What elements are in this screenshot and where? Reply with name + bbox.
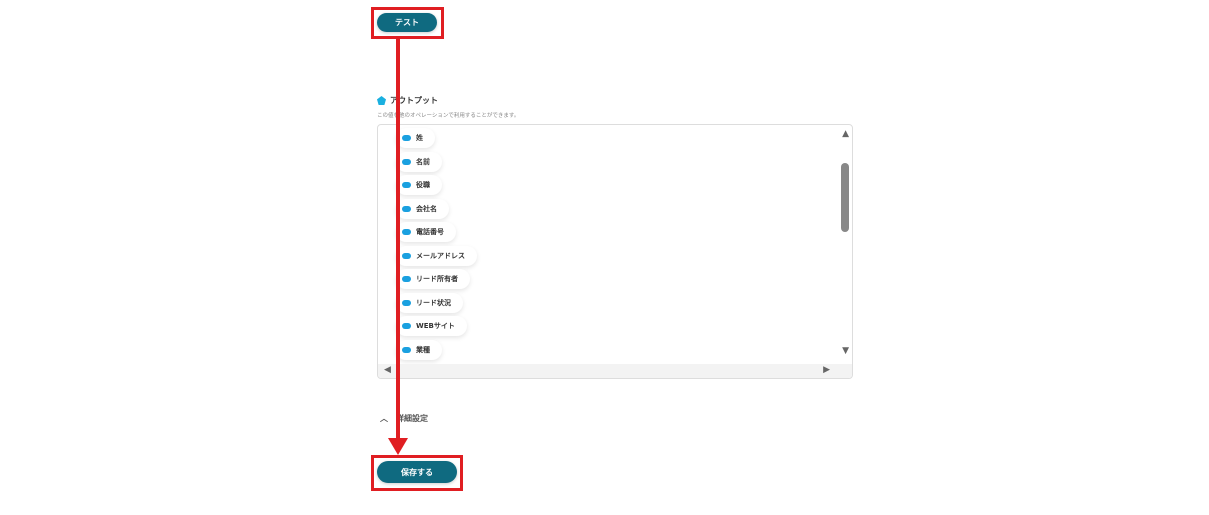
output-item[interactable]: 会社名 bbox=[396, 198, 449, 219]
salesforce-icon bbox=[402, 346, 411, 353]
vertical-scrollbar[interactable] bbox=[841, 163, 849, 232]
scroll-down-icon[interactable]: ▼ bbox=[842, 346, 849, 356]
salesforce-icon bbox=[402, 229, 411, 235]
output-icon bbox=[377, 96, 386, 105]
test-button[interactable]: テスト bbox=[377, 13, 437, 32]
output-item-label: リード所有者 bbox=[416, 275, 458, 283]
output-item-label: 電話番号 bbox=[416, 228, 444, 236]
output-item[interactable]: リード状況 bbox=[396, 292, 463, 313]
highlight-box bbox=[371, 7, 444, 39]
salesforce-icon bbox=[402, 299, 411, 306]
salesforce-icon bbox=[402, 276, 411, 282]
output-item-label: WEBサイト bbox=[416, 322, 455, 330]
scroll-left-icon[interactable]: ◀ bbox=[384, 365, 391, 375]
output-item-label: 姓 bbox=[416, 134, 423, 142]
arrow-line bbox=[396, 38, 400, 440]
output-item[interactable]: 業種 bbox=[396, 339, 442, 360]
advanced-settings-toggle[interactable]: ︿ 詳細設定 bbox=[380, 413, 428, 424]
advanced-label: 詳細設定 bbox=[396, 414, 428, 423]
salesforce-icon bbox=[402, 205, 411, 212]
salesforce-icon bbox=[402, 182, 411, 188]
output-item[interactable]: メールアドレス bbox=[396, 245, 477, 266]
output-item-label: 役職 bbox=[416, 181, 430, 189]
salesforce-icon bbox=[402, 135, 411, 141]
output-title: アウトプット bbox=[390, 96, 438, 105]
chevron-up-icon: ︿ bbox=[380, 414, 388, 423]
output-item-label: 会社名 bbox=[416, 204, 437, 213]
save-button[interactable]: 保存する bbox=[377, 461, 457, 483]
salesforce-icon bbox=[402, 252, 411, 259]
output-item-label: リード状況 bbox=[416, 298, 451, 307]
scroll-right-icon[interactable]: ▶ bbox=[823, 365, 830, 375]
salesforce-icon bbox=[402, 323, 411, 329]
output-item[interactable]: 役職 bbox=[396, 175, 442, 195]
scroll-up-icon[interactable]: ▲ bbox=[842, 129, 849, 139]
output-item-label: 業種 bbox=[416, 345, 430, 354]
output-description: この値を他のオペレーションで利用することができます。 bbox=[377, 113, 520, 119]
output-item-label: メールアドレス bbox=[416, 251, 465, 260]
highlight-box bbox=[371, 455, 463, 491]
output-list: 姓名前役職会社名電話番号メールアドレスリード所有者リード状況 WEBサイト業種 ▲… bbox=[377, 124, 853, 379]
horizontal-scrollbar[interactable]: ◀ ▶ bbox=[378, 364, 852, 378]
output-item[interactable]: WEBサイト bbox=[396, 316, 467, 336]
output-item-label: 名前 bbox=[416, 157, 430, 166]
arrow-head bbox=[388, 438, 408, 455]
output-label: アウトプット bbox=[377, 95, 438, 106]
output-item[interactable]: 名前 bbox=[396, 151, 442, 172]
output-item[interactable]: リード所有者 bbox=[396, 269, 470, 289]
output-item[interactable]: 姓 bbox=[396, 128, 435, 148]
output-item[interactable]: 電話番号 bbox=[396, 222, 456, 242]
salesforce-icon bbox=[402, 158, 411, 165]
